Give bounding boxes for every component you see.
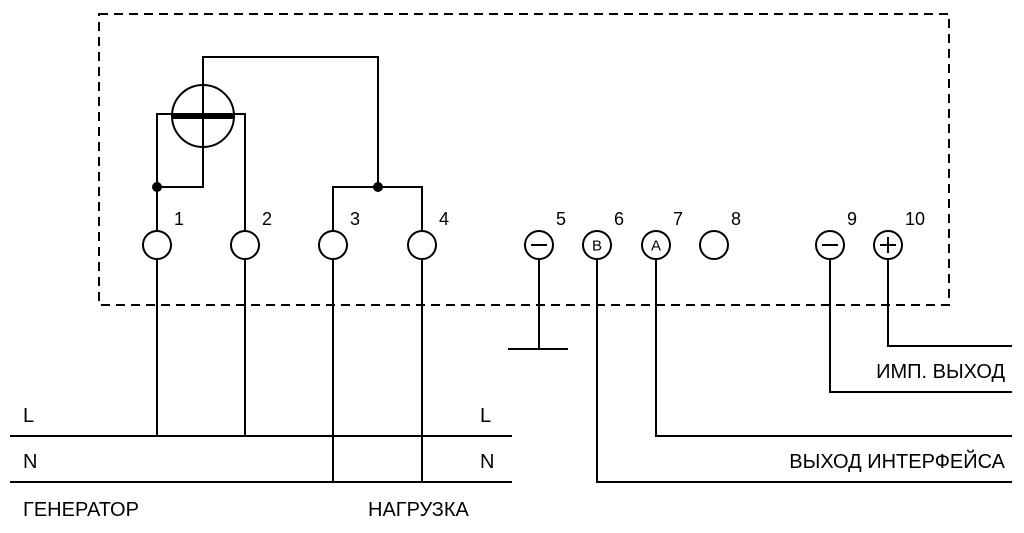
label-generator: ГЕНЕРАТОР: [23, 499, 139, 521]
label-n-right: N: [480, 451, 494, 473]
terminal-10: 10: [873, 209, 925, 260]
label-l-left: L: [23, 405, 34, 427]
external-wiring: [10, 259, 1012, 483]
terminal-number: 3: [350, 209, 360, 229]
terminal-circle: [142, 230, 172, 260]
terminal-2: 2: [230, 209, 272, 260]
terminal-circle: [582, 230, 612, 260]
terminal-number: 5: [556, 209, 566, 229]
terminal-circle: [318, 230, 348, 260]
meter-element-symbol: [171, 84, 235, 148]
terminal-circle: [699, 230, 729, 260]
junction-dot-1: [152, 182, 162, 192]
terminal-3: 3: [318, 209, 360, 260]
label-n-left: N: [23, 451, 37, 473]
terminal-circle: [641, 230, 671, 260]
meter-housing-dashed-border: [98, 13, 950, 306]
terminal-number: 8: [731, 209, 741, 229]
label-load: НАГРУЗКА: [368, 499, 470, 521]
terminal-1: 1: [142, 209, 184, 260]
terminal-number: 9: [847, 209, 857, 229]
terminal-4: 4: [407, 209, 449, 260]
terminal-circle: [230, 230, 260, 260]
terminal-9: 9: [815, 209, 857, 260]
terminal-5: 5: [524, 209, 566, 260]
terminal-letter: A: [651, 238, 661, 255]
terminal-number: 1: [174, 209, 184, 229]
terminal-7: A7: [641, 209, 683, 260]
terminal-number: 10: [905, 209, 925, 229]
terminal-number: 2: [262, 209, 272, 229]
label-interface-output: ВЫХОД ИНТЕРФЕЙСА: [789, 449, 1005, 473]
terminal-number: 6: [614, 209, 624, 229]
terminal-8: 8: [699, 209, 741, 260]
label-l-right: L: [480, 405, 491, 427]
terminal-number: 4: [439, 209, 449, 229]
terminal-number: 7: [673, 209, 683, 229]
terminal-letter: B: [592, 238, 602, 255]
terminal-6: B6: [582, 209, 624, 260]
terminal-circle: [407, 230, 437, 260]
internal-wiring: [152, 56, 423, 232]
label-pulse-output: ИМП. ВЫХОД: [876, 361, 1005, 383]
junction-dot-2: [373, 182, 383, 192]
